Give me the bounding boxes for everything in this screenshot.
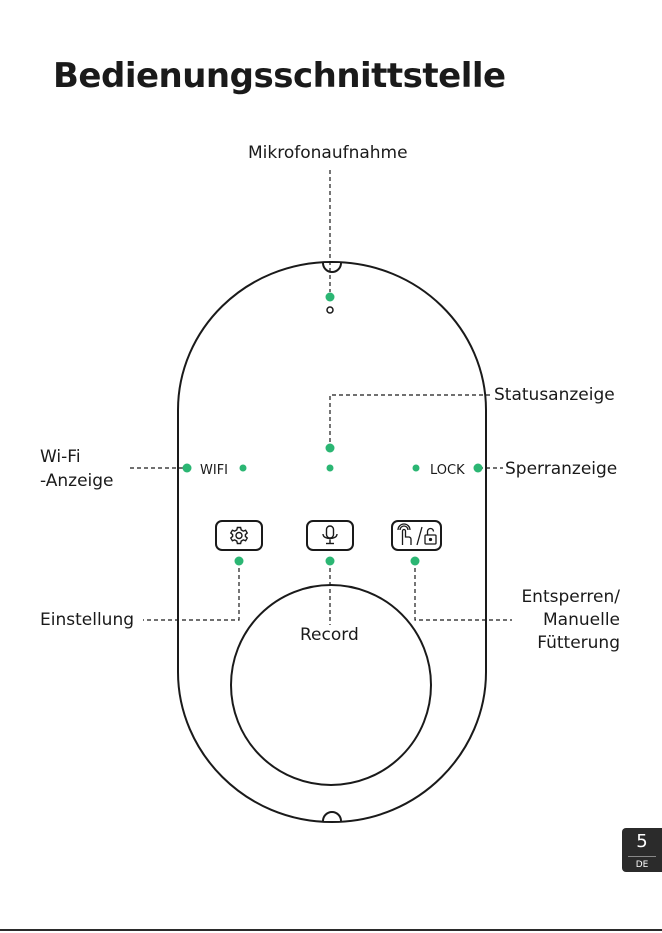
lock-label: Sperranzeige xyxy=(505,458,617,480)
mic-hole xyxy=(327,307,333,313)
page-tab: 5 DE xyxy=(622,828,662,872)
status-led-callout xyxy=(326,444,335,453)
lock-led xyxy=(413,465,420,472)
unlock-led xyxy=(411,557,420,566)
mic-led xyxy=(326,293,335,302)
lock-text: LOCK xyxy=(430,463,465,478)
wifi-callout-dot xyxy=(183,464,192,473)
mic-label: Mikrofonaufnahme xyxy=(248,142,408,164)
settings-label: Einstellung xyxy=(40,609,134,631)
record-led xyxy=(326,557,335,566)
unlock-label-line3: Fütterung xyxy=(480,632,620,654)
unlock-feed-button[interactable] xyxy=(392,521,441,550)
bottom-rule xyxy=(0,929,662,931)
status-led xyxy=(327,465,334,472)
top-notch xyxy=(323,263,341,272)
status-leader xyxy=(330,395,492,442)
main-dial xyxy=(231,585,431,785)
wifi-led xyxy=(240,465,247,472)
settings-leader xyxy=(143,561,239,620)
unlock-label-line2: Manuelle xyxy=(480,609,620,631)
status-label: Statusanzeige xyxy=(494,384,615,406)
settings-button[interactable] xyxy=(216,521,262,550)
record-label: Record xyxy=(300,624,359,646)
settings-led xyxy=(235,557,244,566)
wifi-label-line1: Wi-Fi xyxy=(40,446,81,468)
page-language: DE xyxy=(628,856,656,871)
unlock-label-line1: Entsperren/ xyxy=(480,586,620,608)
wifi-label-line2: -Anzeige xyxy=(40,470,114,492)
page-number: 5 xyxy=(622,830,662,854)
wifi-text: WIFI xyxy=(200,463,228,478)
bottom-notch xyxy=(323,812,341,821)
record-button[interactable] xyxy=(307,521,353,550)
lock-callout-dot xyxy=(474,464,483,473)
